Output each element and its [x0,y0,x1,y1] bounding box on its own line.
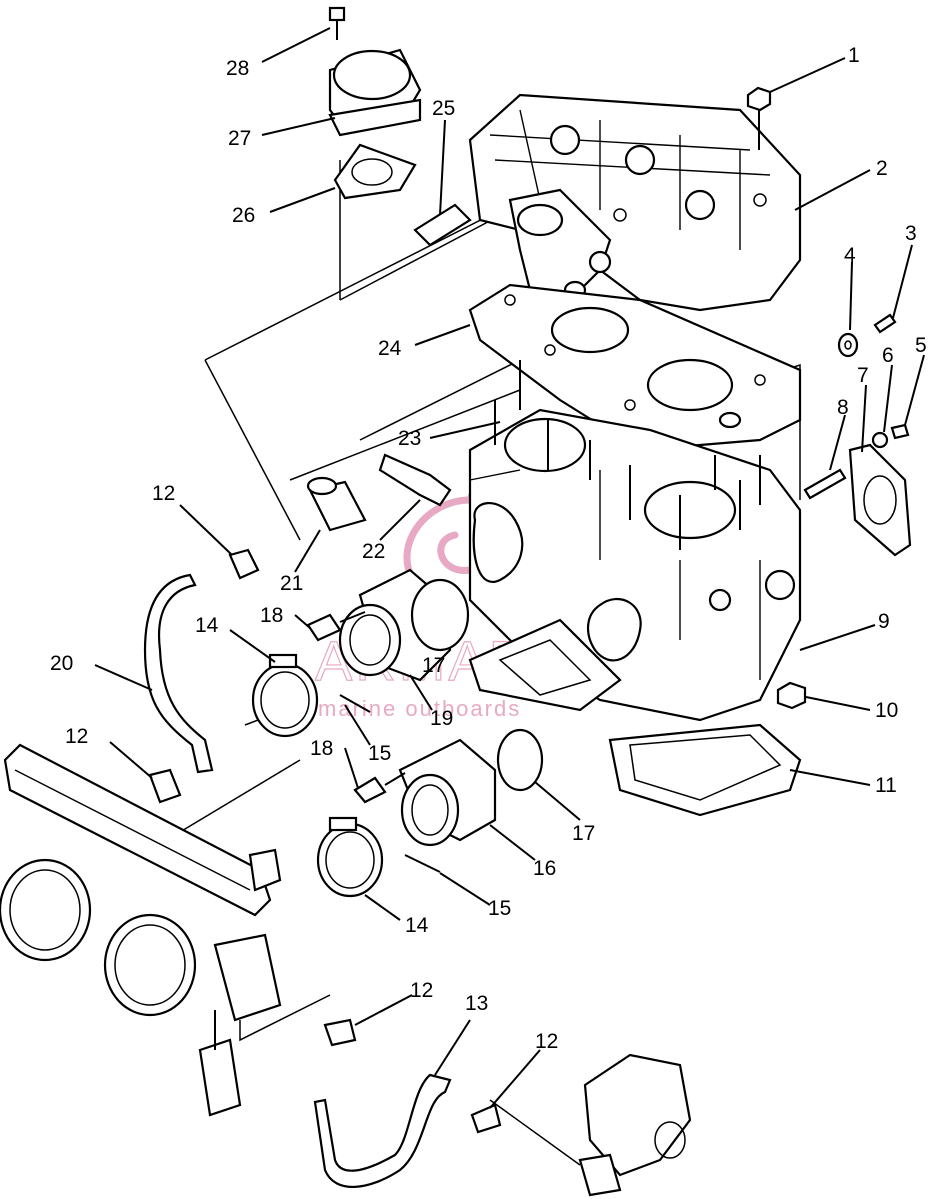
bolt-18-upper [306,611,366,642]
thermostat-gasket [333,143,417,200]
callout-9: 9 [878,610,890,633]
callout-4: 4 [844,244,856,267]
water-outlet-housing [508,188,612,302]
small-hardware [837,313,910,449]
callout-17-upper: 17 [422,654,445,677]
hose-clamp-lower [316,816,384,898]
bolt-18-lower [353,772,406,804]
callout-18-lower: 18 [310,737,333,760]
callout-12-pump: 12 [535,1030,558,1053]
callout-11: 11 [875,774,897,797]
exhaust-gasket [848,443,912,557]
callout-8: 8 [837,396,849,419]
callout-19: 19 [430,707,453,730]
throttle-body [0,743,282,1022]
base-nut [776,681,807,710]
plug-21 [306,476,367,532]
callout-23: 23 [398,427,421,450]
callout-27: 27 [228,127,251,150]
cylinder-head [468,93,802,312]
fitting-12-b [148,768,182,804]
callout-13: 13 [465,992,488,1015]
callout-2: 2 [876,157,888,180]
callout-15-upper: 15 [368,742,391,765]
callout-5: 5 [915,334,927,357]
fitting-12-a [228,548,260,580]
callout-24: 24 [378,337,402,360]
intake-manifold-lower [398,738,497,847]
water-pump [578,1053,692,1197]
leader-lines [94,27,925,1109]
callout-14-upper: 14 [195,614,219,637]
callout-6: 6 [882,344,894,367]
callout-21: 21 [280,572,303,595]
callout-10: 10 [875,699,898,722]
callout-18-upper: 18 [260,604,283,627]
hose-13 [313,1073,452,1188]
callout-14-lower: 14 [405,914,429,937]
o-ring-lower [496,728,544,792]
callout-15-lower: 15 [488,897,511,920]
callout-28: 28 [226,57,249,80]
base-gasket [608,723,802,817]
thermostat-cover [328,48,422,137]
exhaust-stud [803,468,847,500]
callout-26: 26 [232,204,255,227]
callout-22: 22 [362,540,385,563]
thermostat-bolt [328,6,346,40]
temperature-sensor [378,453,452,507]
intake-gasket [468,618,622,712]
screw-15-upper [339,694,371,713]
hose-20 [143,573,214,774]
hose-clamp-upper [251,653,319,738]
callout-12-hose-left: 12 [65,725,88,748]
callout-25: 25 [432,97,455,120]
callout-1: 1 [848,44,860,67]
fitting-12-d [470,1103,502,1134]
callout-16: 16 [533,857,556,880]
o-ring-upper [410,578,470,652]
callout-20: 20 [50,652,73,675]
fitting-12-c [323,1018,357,1047]
head-nut [746,86,772,150]
callout-12-hose-top: 12 [152,482,175,505]
screw-15-lower [404,854,441,873]
fitting-25 [413,203,472,247]
callout-12-hose-bottom: 12 [410,979,433,1002]
callout-3: 3 [905,222,917,245]
tps-sensor [198,1010,242,1117]
callout-7: 7 [857,364,869,387]
callout-17-lower: 17 [572,822,595,845]
callout-labels: 1 2 3 4 5 6 7 8 9 10 11 12 12 12 12 13 1… [50,44,927,1053]
